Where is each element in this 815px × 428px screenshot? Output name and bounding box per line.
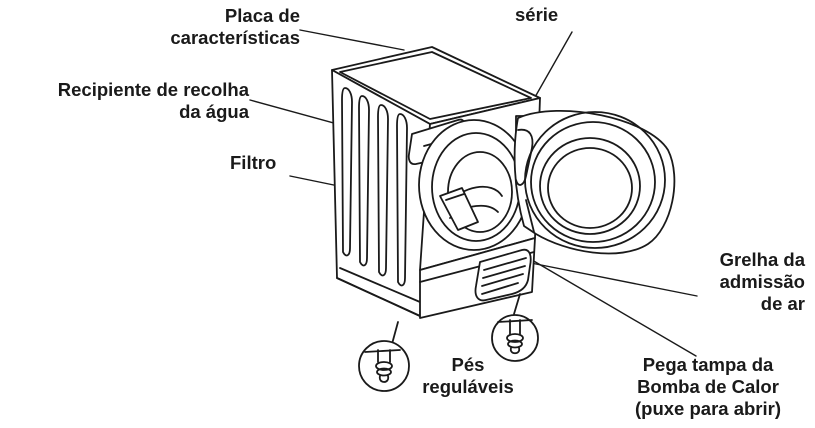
label-line: admissão bbox=[719, 271, 805, 292]
label-line: série bbox=[515, 4, 559, 25]
label-line: Grelha da bbox=[719, 249, 805, 270]
dryer-door bbox=[513, 109, 676, 255]
label-line: Pés bbox=[451, 354, 485, 375]
leader-placa bbox=[299, 29, 405, 51]
label-line: Pega tampa da bbox=[642, 354, 774, 375]
foot-detail-right bbox=[491, 314, 539, 362]
label-line: Filtro bbox=[230, 152, 277, 173]
label-line: de ar bbox=[760, 293, 805, 314]
label-line: Bomba de Calor bbox=[637, 376, 779, 397]
label-filtro: Filtro bbox=[230, 152, 276, 174]
leader-pega bbox=[531, 259, 697, 357]
air-intake-grille bbox=[474, 248, 532, 302]
label-placa-de-caracteristicas: Placa de características bbox=[170, 5, 300, 49]
label-recipiente-agua: Recipiente de recolha da água bbox=[58, 79, 249, 123]
foot-detail-left bbox=[358, 340, 410, 392]
label-line: características bbox=[170, 27, 300, 48]
label-line: (puxe para abrir) bbox=[635, 398, 781, 419]
label-line: Placa de bbox=[224, 5, 300, 26]
feet bbox=[391, 293, 521, 345]
leader-grelha bbox=[525, 261, 698, 297]
label-serie: série bbox=[515, 4, 558, 26]
label-line: reguláveis bbox=[422, 376, 514, 397]
label-line: Recipiente de recolha bbox=[57, 79, 249, 100]
label-grelha-admissao-ar: Grelha da admissão de ar bbox=[720, 249, 805, 315]
label-pega-bomba-calor: Pega tampa da Bomba de Calor (puxe para … bbox=[616, 354, 800, 420]
dryer-front-panel bbox=[407, 97, 541, 319]
label-pes-regulaveis: Pés reguláveis bbox=[412, 354, 524, 398]
label-line: da água bbox=[179, 101, 249, 122]
